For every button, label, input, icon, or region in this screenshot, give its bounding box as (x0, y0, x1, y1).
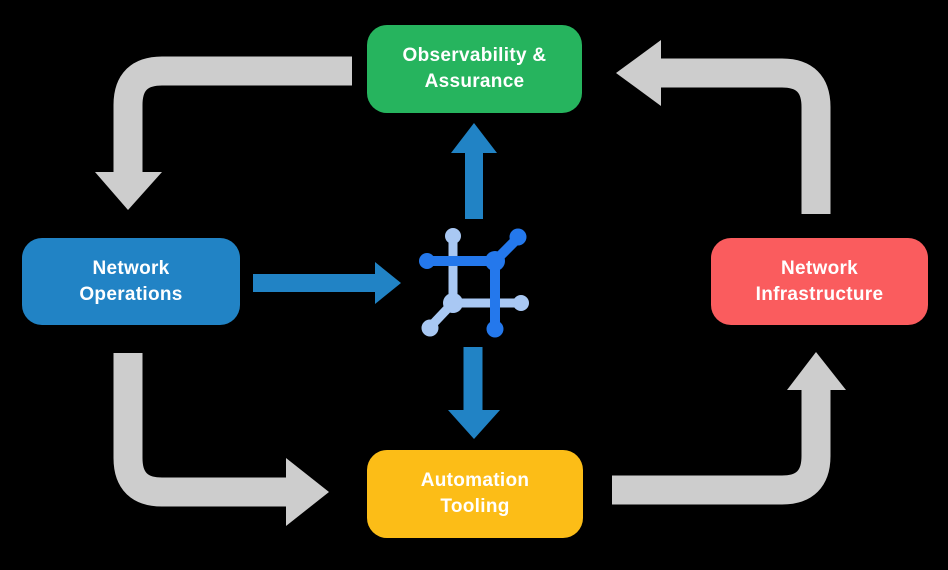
cycle-arrow-operations-to-automation (113, 353, 329, 526)
node-label-line: Network (92, 257, 170, 279)
icon-node-top-right-outer (509, 228, 527, 246)
hub-arrow-hub-to-automation (448, 347, 500, 439)
node-label-line: Network (780, 257, 859, 279)
node-label-line: Tooling (440, 496, 510, 517)
cycle-arrow-automation-to-infrastructure (612, 352, 846, 505)
node-label-line: Infrastructure (755, 283, 884, 305)
hub-arrow-head (451, 123, 497, 153)
cycle-arrow-shaft (113, 353, 288, 507)
cycle-arrow-head (286, 458, 329, 526)
cycle-arrow-shaft (113, 56, 352, 174)
hub-arrow-head (448, 410, 500, 439)
icon-node-left (419, 253, 435, 269)
cycle-arrow-head (787, 352, 846, 390)
hub-arrow-head (375, 262, 401, 304)
icon-node-bottom (486, 320, 504, 338)
node-label-line: Assurance (424, 71, 525, 92)
node-label-line: Observability & (402, 45, 547, 67)
node-label-line: Operations (79, 283, 183, 305)
node-label-line: Automation (420, 470, 530, 492)
icon-node-bottom-left-corner (443, 293, 463, 313)
network-mesh-icon (419, 228, 529, 338)
cycle-arrow-observability-to-operations (95, 56, 352, 210)
cycle-arrow-head (616, 40, 661, 106)
icon-node-top-right-corner (485, 251, 505, 271)
node-network-infrastructure: Network Infrastructure (711, 238, 928, 325)
cycle-arrow-head (95, 172, 162, 210)
cycle-arrow-shaft (612, 388, 831, 505)
hub-arrow-operations-to-hub (253, 262, 401, 304)
icon-node-top (445, 228, 461, 244)
icon-node-bottom-left-outer (421, 319, 439, 337)
node-network-operations: Network Operations (22, 238, 240, 325)
node-observability-assurance: Observability & Assurance (367, 25, 582, 113)
icon-node-right (513, 295, 529, 311)
cycle-arrow-infrastructure-to-observability (616, 40, 831, 214)
node-automation-tooling: Automation Tooling (367, 450, 583, 538)
hub-arrow-hub-to-observability (451, 123, 497, 219)
cycle-arrow-shaft (659, 58, 831, 214)
